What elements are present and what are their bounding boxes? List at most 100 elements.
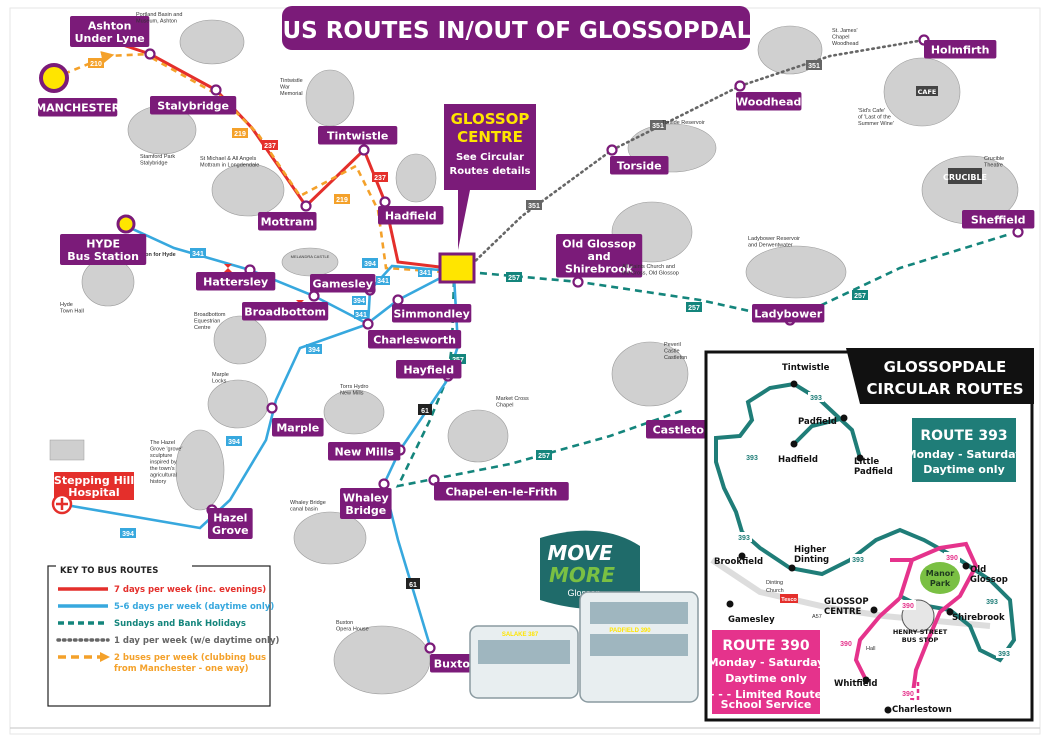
cap-ladybower-res: Ladybower Reservoir — [748, 236, 800, 242]
place-chapel-box — [434, 482, 569, 501]
stop-broadbottom[interactable] — [308, 290, 320, 302]
cap-hyde-town-2: Town Hall — [60, 309, 84, 315]
circular-padfield-stop[interactable] — [840, 414, 848, 422]
place-mottram[interactable]: Mottram — [258, 212, 317, 231]
cap-ladybower-res-2: and Derwentwater — [748, 243, 793, 249]
place-hyde-label-2: Bus Station — [67, 250, 139, 263]
place-woodhead[interactable]: Woodhead — [736, 92, 802, 111]
place-newmills[interactable]: New Mills — [328, 442, 401, 461]
route-390-note-1: - - - Limited Route — [710, 688, 822, 701]
circular-route-number-c390a: 390 — [946, 555, 958, 562]
circular-title-bg — [846, 348, 1034, 404]
circular-gamesley-stop[interactable] — [726, 600, 734, 608]
stop-torside[interactable] — [606, 144, 618, 156]
route-number-341-b: 341 — [377, 278, 389, 285]
circular-brookfield[interactable]: Brookfield — [714, 552, 763, 568]
stop-tintwistle[interactable] — [358, 144, 370, 156]
place-stalybridge[interactable]: Stalybridge — [150, 96, 237, 115]
stop-whaley-bridge[interactable] — [378, 478, 390, 490]
stop-stalybridge[interactable] — [210, 84, 222, 96]
place-whaley-box — [340, 488, 392, 519]
stop-hadfield[interactable] — [379, 196, 391, 208]
manchester-marker[interactable] — [39, 63, 69, 93]
place-hattersley-label: Hattersley — [203, 276, 268, 289]
place-manchester[interactable]: MANCHESTER — [35, 98, 121, 117]
place-hadfield[interactable]: Hadfield — [378, 206, 444, 225]
place-sheffield[interactable]: Sheffield — [962, 210, 1035, 229]
place-buxton[interactable]: Buxton — [430, 654, 482, 673]
circular-old-glossop-stop[interactable] — [962, 562, 970, 570]
place-hattersley[interactable]: Hattersley — [196, 272, 276, 291]
place-tintwistle[interactable]: Tintwistle — [318, 126, 398, 145]
circular-tintwistle-stop[interactable] — [790, 380, 798, 388]
place-ladybower[interactable]: Ladybower — [752, 304, 825, 323]
photo-buxton-opera — [333, 625, 431, 695]
hospital-label-2: Hospital — [68, 486, 119, 499]
stop-simmondley[interactable] — [392, 294, 404, 306]
circular-padfield[interactable]: Padfield — [798, 414, 848, 428]
place-tintwistle-label: Tintwistle — [327, 130, 388, 143]
circular-shirebrook[interactable]: Shirebrook — [946, 608, 1005, 624]
circular-little-padfield-stop[interactable] — [856, 454, 864, 462]
place-castleton[interactable]: Castleton — [646, 420, 719, 439]
hyde-marker[interactable] — [116, 214, 136, 234]
place-gamesley[interactable]: Gamesley — [310, 274, 376, 293]
stop-old-glossop[interactable] — [572, 276, 584, 288]
circular-whitfield-label: Whitfield — [834, 679, 877, 689]
key-label-5: 2 buses per week (clubbing bus — [114, 653, 266, 663]
route-210-line — [53, 51, 151, 80]
stop-mottram[interactable] — [300, 200, 312, 212]
place-charlesworth[interactable]: Charlesworth — [368, 330, 462, 349]
photo-market-cross — [447, 409, 509, 463]
cap-stjames-3: Woodhead — [832, 41, 859, 47]
circular-whitfield-stop[interactable] — [862, 676, 870, 684]
stop-woodhead[interactable] — [734, 80, 746, 92]
circular-hadfield[interactable]: Hadfield — [778, 440, 818, 466]
place-simmondley[interactable]: Simmondley — [392, 304, 472, 323]
circular-whitfield[interactable]: Whitfield — [834, 676, 877, 690]
circular-padfield-label: Padfield — [798, 417, 837, 427]
place-torside[interactable]: Torside — [610, 156, 669, 175]
stepping-hill-hospital[interactable]: Stepping Hill Hospital — [51, 472, 134, 515]
stop-sheffield[interactable] — [1012, 226, 1024, 238]
circular-brookfield-stop[interactable] — [738, 552, 746, 560]
place-marple[interactable]: Marple — [272, 418, 324, 437]
glossop-centre-callout[interactable]: GLOSSOP CENTRE See Circular Routes detai… — [438, 104, 536, 284]
stop-ashton[interactable] — [144, 48, 156, 60]
photo-st-michael — [211, 163, 285, 217]
cap-hazel-grove-4: inspired by — [150, 460, 177, 466]
place-gamesley-label: Gamesley — [313, 278, 373, 291]
route-number-61-a: 61 — [421, 408, 429, 415]
glossop-centre-square[interactable] — [438, 252, 476, 284]
circular-higher-dinting-stop[interactable] — [788, 564, 796, 572]
circular-gamesley[interactable]: Gamesley — [726, 600, 776, 626]
place-sheffield-box — [962, 210, 1035, 229]
stop-charlesworth[interactable] — [362, 318, 374, 330]
stop-buxton[interactable] — [424, 642, 436, 654]
glossop-centre-title-1: GLOSSOP — [451, 110, 530, 128]
place-broadbottom[interactable]: Broadbottom — [242, 302, 329, 321]
place-whaley-label-2: Bridge — [345, 504, 386, 517]
circular-tintwistle[interactable]: Tintwistle — [782, 363, 830, 388]
circular-glossop-centre-stop[interactable] — [870, 606, 878, 614]
circular-hadfield-stop[interactable] — [790, 440, 798, 448]
place-holmfirth[interactable]: Holmfirth — [924, 40, 997, 59]
circular-charlestown[interactable]: Charlestown — [884, 705, 952, 715]
place-hayfield[interactable]: Hayfield — [396, 360, 462, 379]
circular-charlestown-stop[interactable] — [884, 706, 892, 714]
title-banner: BUS ROUTES IN/OUT OF GLOSSOPDALE — [265, 6, 767, 50]
place-chapel[interactable]: Chapel-en-le-Frith — [434, 482, 569, 501]
stop-marple[interactable] — [266, 402, 278, 414]
cap-hazel-grove-5: the town's — [150, 466, 175, 472]
circular-shirebrook-stop[interactable] — [946, 608, 954, 616]
